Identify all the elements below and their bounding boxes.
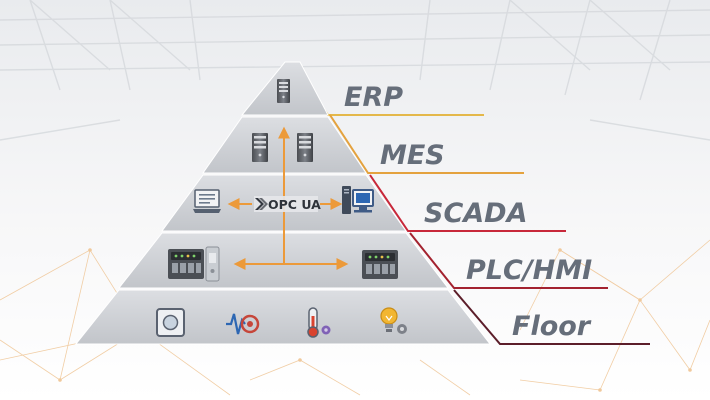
leader-lines xyxy=(291,61,650,345)
layer-label-erp: ERP xyxy=(344,82,403,113)
leader-line-mes xyxy=(329,114,524,174)
layer-label-floor: Floor xyxy=(512,311,592,342)
vibration-sensor-icon xyxy=(226,313,260,335)
sensor-icon xyxy=(156,308,185,337)
laptop-icon xyxy=(193,189,221,213)
layer-floor xyxy=(74,289,492,345)
layer-label-scada: SCADA xyxy=(424,198,527,229)
opc-ua-emblem xyxy=(255,198,268,210)
opc-ua-label: OPC UA xyxy=(268,197,321,212)
layer-label-mes: MES xyxy=(380,140,445,171)
workstation-icon xyxy=(342,186,374,214)
plc-controller-icon xyxy=(362,250,398,279)
layer-label-plc: PLC/HMI xyxy=(466,255,592,286)
background-ceiling-truss xyxy=(0,0,710,141)
plc-controller-icon xyxy=(168,246,220,282)
leader-line-plc xyxy=(409,232,608,289)
leader-line-scada xyxy=(369,174,566,232)
server-icon xyxy=(297,133,313,162)
temperature-sensor-icon xyxy=(307,307,331,338)
leader-line-floor xyxy=(453,289,650,345)
server-icon xyxy=(277,79,290,103)
opc-ua-logo: OPC UA xyxy=(254,196,321,212)
layer-labels: ERP MES SCADA PLC/HMI Floor xyxy=(344,82,592,342)
server-icon xyxy=(252,133,268,162)
light-bulb-icon xyxy=(380,307,407,334)
